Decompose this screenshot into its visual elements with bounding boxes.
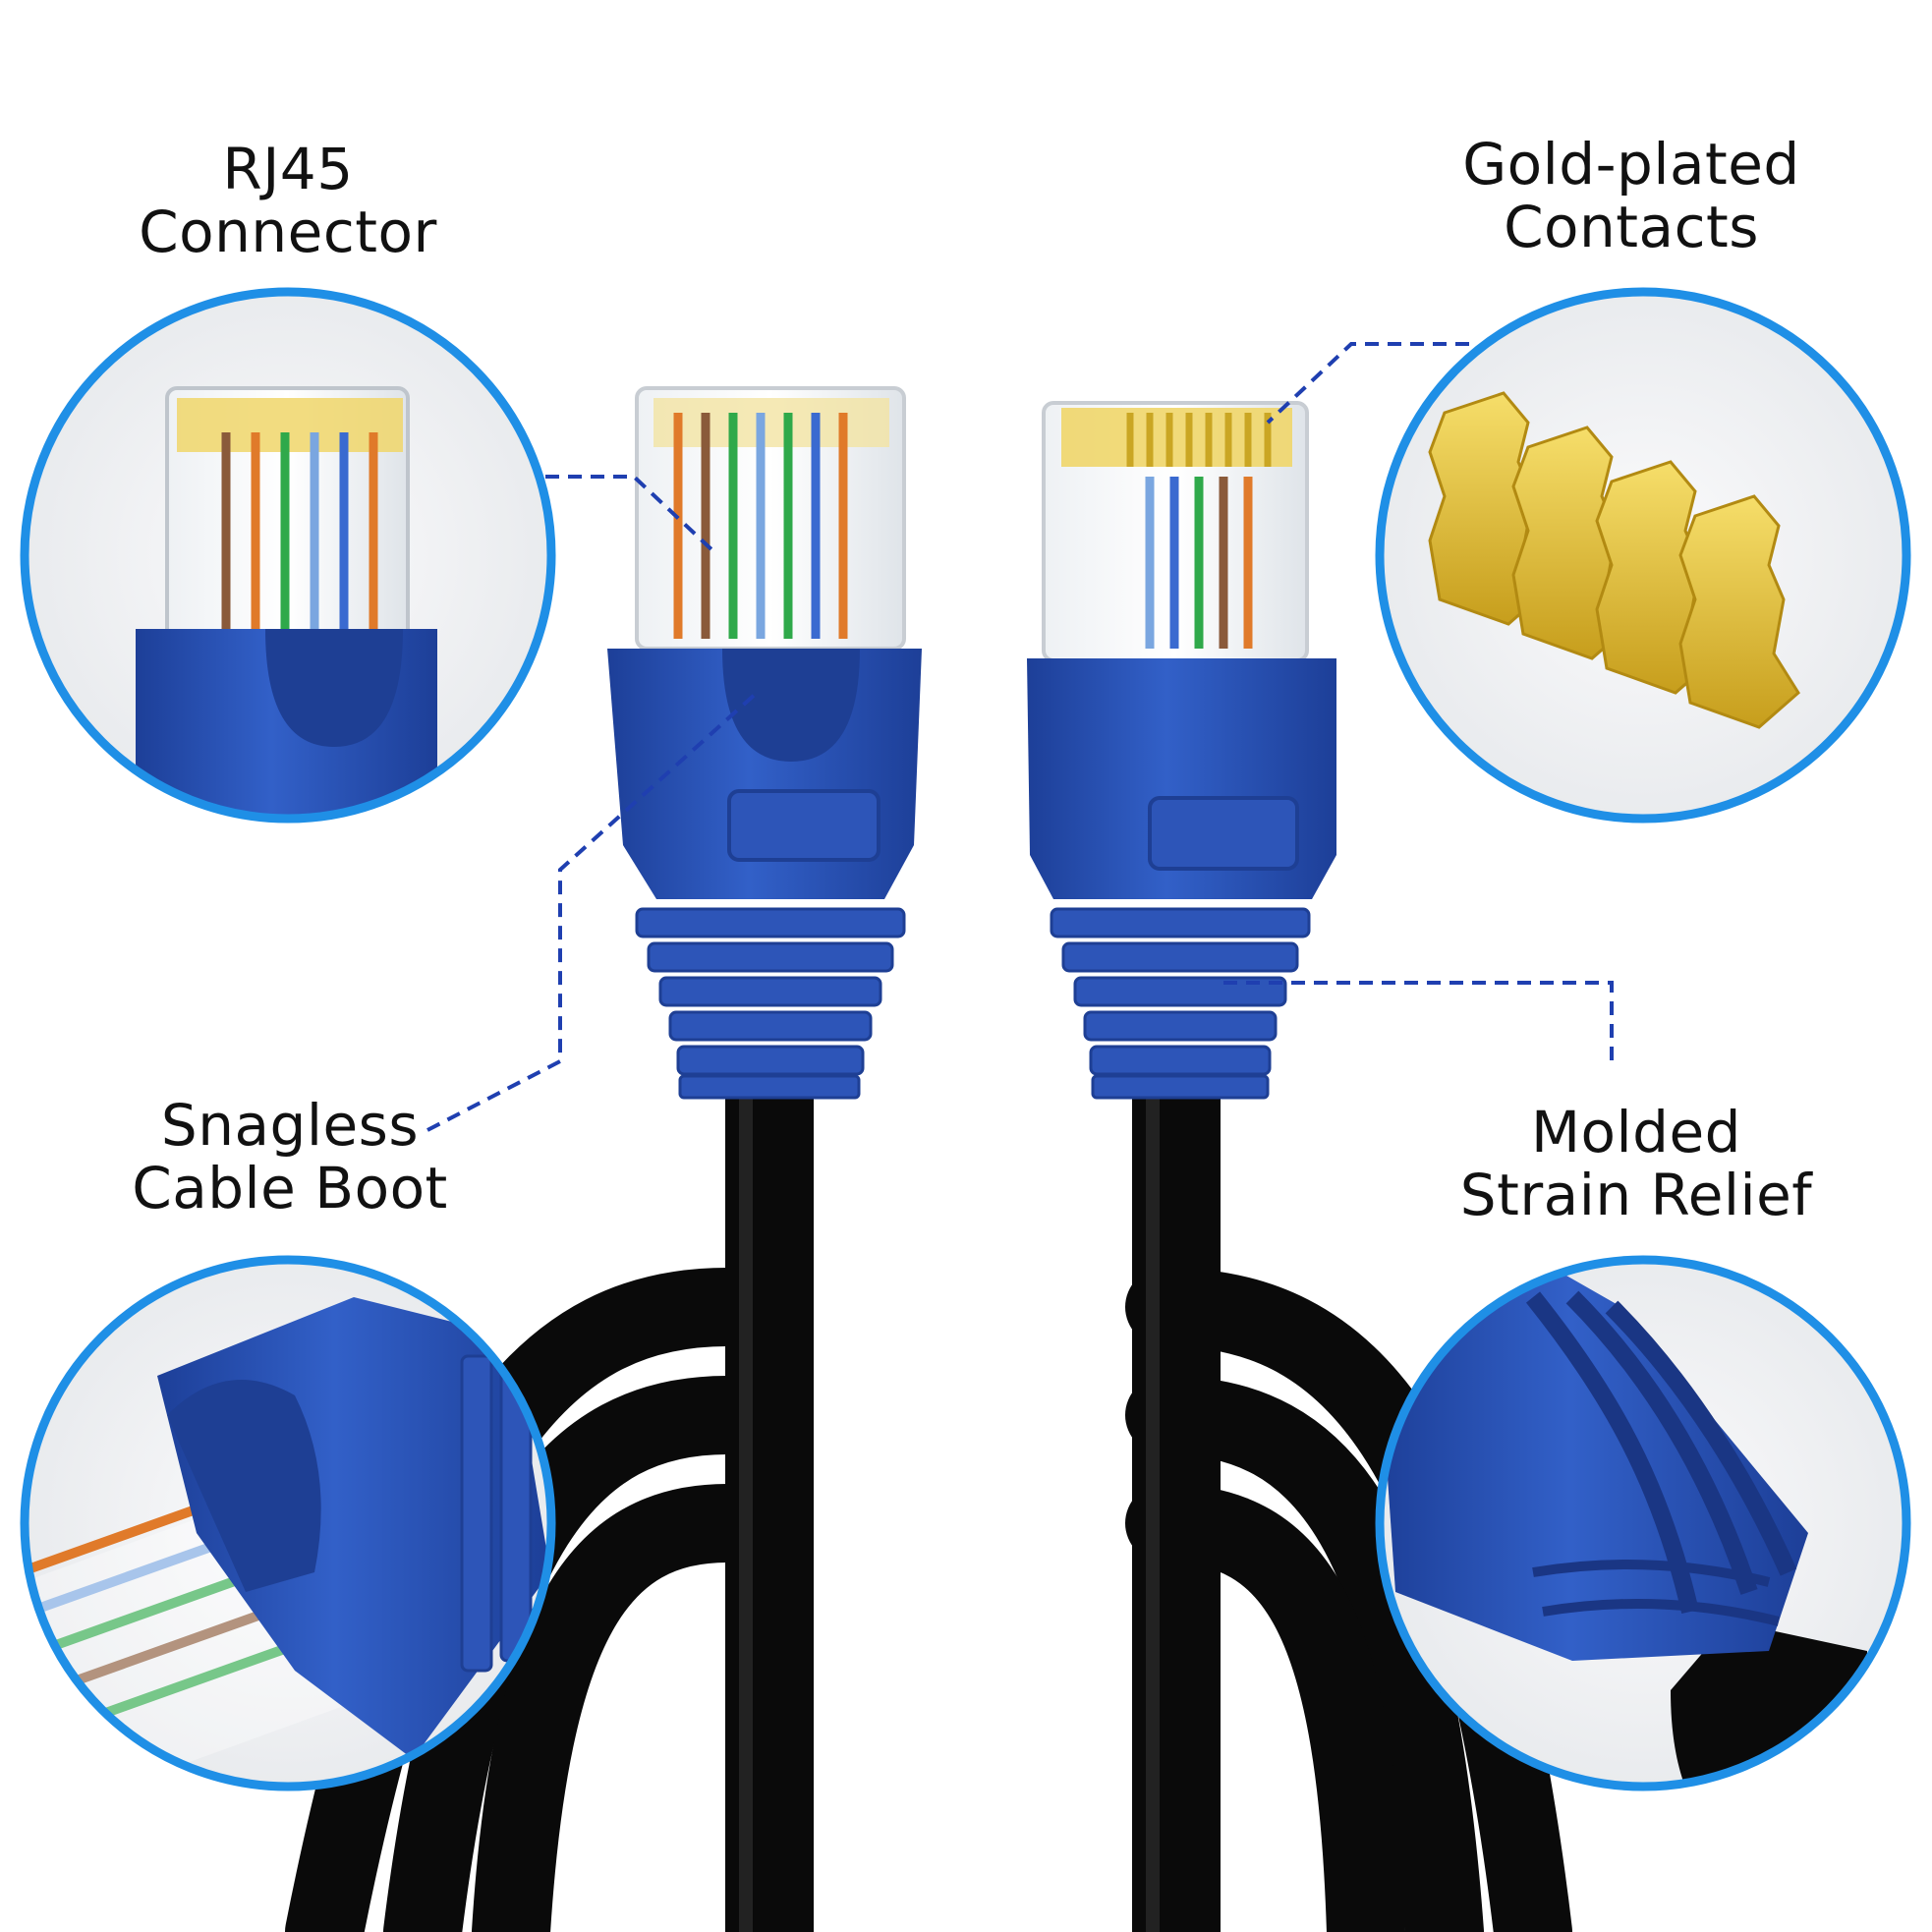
callout-gold-line2: Contacts: [1504, 194, 1759, 260]
snagless-boot-bubble: [20, 1255, 556, 1791]
callout-rj45-line2: Connector: [139, 199, 437, 265]
right-rj45-connector: [1027, 401, 1336, 1100]
callout-gold-plated-contacts: Gold-plated Contacts: [1435, 133, 1828, 258]
callout-gold-line1: Gold-plated: [1462, 131, 1800, 198]
right-cable: [1132, 1081, 1221, 1932]
strain-relief-bubble: [1375, 1255, 1911, 1791]
callout-boot-line1: Snagless: [160, 1092, 420, 1159]
gold-contacts-bubble: [1375, 287, 1911, 824]
callout-molded-strain-relief: Molded Strain Relief: [1430, 1101, 1843, 1226]
callout-rj45-connector: RJ45 Connector: [116, 138, 460, 263]
leader-lines: [426, 342, 1614, 1132]
callout-snagless-cable-boot: Snagless Cable Boot: [108, 1094, 472, 1220]
left-rj45-connector: [607, 386, 922, 1100]
callout-rj45-line1: RJ45: [222, 136, 354, 202]
rj45-closeup-bubble: [20, 287, 556, 824]
callout-strain-line1: Molded: [1531, 1099, 1741, 1165]
callout-strain-line2: Strain Relief: [1459, 1162, 1813, 1228]
left-cable: [725, 1081, 814, 1932]
callout-boot-line2: Cable Boot: [132, 1155, 448, 1222]
